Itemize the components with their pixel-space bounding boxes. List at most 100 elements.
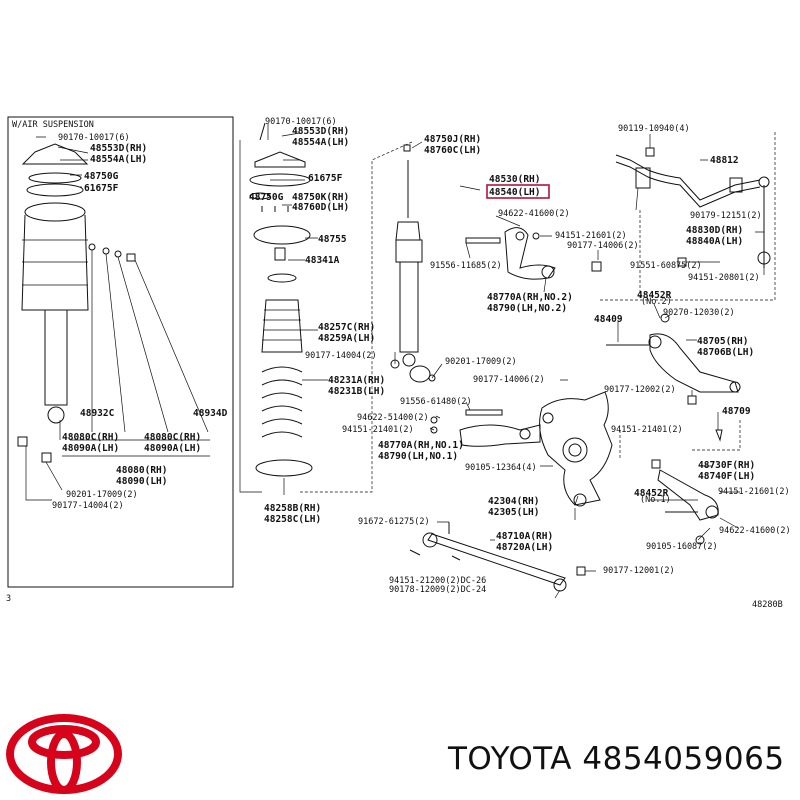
- lower-seat-icon: [255, 459, 313, 477]
- lower-arm: [409, 522, 586, 592]
- callout-90177-12002: 90177-12002(2): [604, 385, 676, 395]
- callout-48709: 48709: [722, 406, 751, 417]
- callout-48452r-top: 48452R: [637, 290, 672, 301]
- stabilizer-bar-icon: [615, 154, 761, 201]
- callout-48080: 48080(RH): [116, 465, 167, 476]
- callout-48750g-left: 48750G: [84, 171, 119, 182]
- shock-eye-icon: [402, 353, 416, 367]
- hub-bore-icon: [562, 437, 588, 463]
- callout-90170-left: 90170-10017(6): [58, 133, 130, 143]
- callout-42304: 42304(RH): [488, 496, 539, 507]
- callout-48452r-top-sub: (No.2): [641, 297, 672, 307]
- arm1-leaders: [429, 401, 471, 431]
- callout-48812: 48812: [710, 155, 739, 166]
- callout-48452r-bot: 48452R: [634, 488, 669, 499]
- stabilizer-bar-edge: [615, 161, 761, 208]
- callout-48080c-b: 48080C(RH): [144, 432, 201, 443]
- callout-90177-left: 90177-14004(2): [52, 501, 124, 511]
- air-suspension-label: W/AIR SUSPENSION: [12, 120, 94, 130]
- callout-94151-e: 94151-21401(2): [611, 425, 683, 435]
- air-suspension-frame: [7, 116, 234, 588]
- callout-48750j: 48750J(RH): [424, 134, 481, 145]
- damper-body-icon: [44, 309, 68, 406]
- callout-48452r-bot-sub: (No.1): [640, 495, 671, 505]
- callout-94151-f: 94151-21601(2): [718, 487, 790, 497]
- callout-90201-left: 90201-17009(2): [66, 490, 138, 500]
- coil-spring-stack: [249, 122, 313, 477]
- callout-42305: 42305(LH): [488, 507, 539, 518]
- callout-48553d: 48553D(RH): [292, 126, 349, 137]
- callout-48540: 48540(LH): [489, 187, 540, 198]
- upper-mount-cap-icon: [21, 143, 89, 165]
- upper-link-leaders: [617, 303, 719, 430]
- stabilizer-bar: [615, 147, 771, 268]
- lower-link-leaders: [650, 465, 740, 541]
- lower-link: [651, 459, 719, 545]
- callout-48259a: 48259A(LH): [318, 333, 375, 344]
- toyota-logo-icon: [6, 714, 122, 794]
- shock-bushing-icon: [409, 365, 431, 383]
- upper-link-end-icon: [729, 381, 741, 393]
- stab-link-bottom-icon: [757, 251, 771, 265]
- coil-spring-leaders: [239, 124, 328, 495]
- lower-arm-washers-icon: [409, 549, 461, 561]
- mount-plate-icon: [26, 183, 84, 197]
- stabilizer-leaders: [635, 134, 765, 275]
- shock-top-icon: [395, 221, 421, 241]
- logo-rings: [6, 714, 122, 794]
- seal-ring-3-icon: [114, 250, 122, 258]
- callout-48080c-a: 48080C(RH): [62, 432, 119, 443]
- arm-nut-icon: [591, 261, 602, 272]
- arm1-bolt-icon: [465, 409, 503, 416]
- seal-ring-2-icon: [102, 247, 110, 255]
- upper-arm-no2-icon: [504, 227, 556, 280]
- arm-bushing-icon: [515, 231, 525, 241]
- studs-icon: [261, 206, 289, 212]
- page-marker: 3: [6, 594, 11, 604]
- link-nut-icon: [660, 313, 670, 323]
- upper-arm-leaders: [465, 215, 599, 293]
- air-strut-assembly: [17, 143, 136, 463]
- upper-link: [606, 313, 741, 405]
- bump-stop-base-icon: [267, 273, 297, 283]
- air-spring-top-icon: [24, 202, 86, 222]
- callout-48932c: 48932C: [80, 408, 115, 419]
- shock-seat-icon: [395, 239, 423, 263]
- air-spring-bands: [22, 239, 88, 286]
- callout-48705: 48705(RH): [697, 336, 748, 347]
- nut-left-icon: [17, 436, 28, 447]
- shock-body-icon: [399, 261, 419, 353]
- callout-91556-b: 91556-61480(2): [400, 397, 472, 407]
- callout-48760d: 48760D(LH): [292, 202, 349, 213]
- callout-90170-center: 90170-10017(6): [265, 117, 337, 127]
- callout-48090a-a: 48090A(LH): [62, 443, 119, 454]
- callout-48790-no1: 48790(LH,NO.1): [378, 451, 458, 462]
- upper-link-eye-icon: [648, 335, 662, 349]
- callout-48706b: 48706B(LH): [697, 347, 754, 358]
- bump-stop-icon: [274, 247, 286, 261]
- callout-91551: 91551-60875(2): [630, 261, 702, 271]
- arm-eye-icon: [541, 265, 555, 279]
- callout-48553d-left: 48553D(RH): [90, 143, 147, 154]
- callout-90105-b: 90105-16087(2): [646, 542, 718, 552]
- air-spring-body-icon: [21, 214, 89, 311]
- arm1-nut-icon: [430, 426, 438, 434]
- upper-arm-no2: [465, 227, 602, 280]
- callout-94151-b: 94151-21401(2): [342, 425, 414, 435]
- lower-bushing-icon: [47, 406, 65, 424]
- nut-left-2-icon: [41, 452, 52, 463]
- lower-arm-leaders: [437, 521, 596, 599]
- callout-48720a: 48720A(LH): [496, 542, 553, 553]
- upper-link-nut-icon: [687, 395, 697, 405]
- callout-48231a: 48231A(RH): [328, 375, 385, 386]
- callout-90119: 90119-10940(4): [618, 124, 690, 134]
- shock-absorber: [390, 144, 436, 383]
- callout-48830d: 48830D(RH): [686, 225, 743, 236]
- callout-90177-12001: 90177-12001(2): [603, 566, 675, 576]
- callout-90201-center: 90201-17009(2): [445, 357, 517, 367]
- callout-90177-14006-b: 90177-14006(2): [473, 375, 545, 385]
- air-suspension-leaders: [25, 136, 210, 501]
- lower-link-eye-icon: [705, 505, 719, 519]
- arm-bolt-icon: [465, 237, 501, 244]
